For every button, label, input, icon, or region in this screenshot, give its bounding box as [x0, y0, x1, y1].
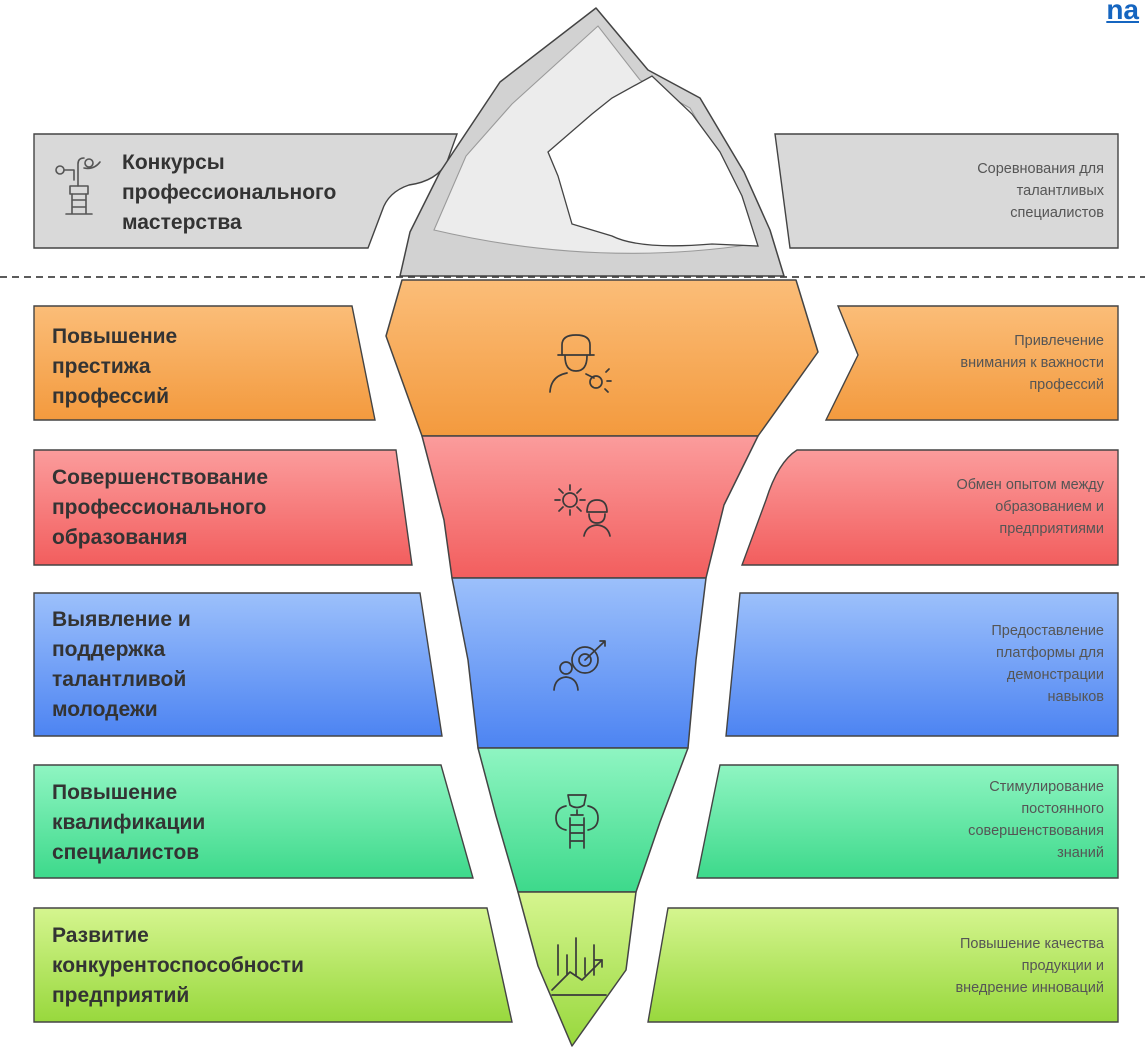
layer-6-description: Повышение качества продукции и внедрение… [955, 936, 1104, 996]
left-panel-4 [33, 592, 443, 737]
target-person-icon [553, 640, 606, 691]
idea-growth-icon [55, 157, 101, 215]
right-panel-1 [774, 133, 1119, 249]
right-panel-5 [696, 764, 1119, 879]
right-panel-2 [824, 305, 1119, 421]
growth-chart-icon [551, 937, 607, 996]
left-panel-6 [33, 907, 513, 1023]
right-panel-3 [740, 449, 1119, 566]
layer-5-description: Стимулирование постоянного совершенствов… [968, 779, 1104, 861]
band-red [421, 435, 759, 579]
layer-6-title: Развитие конкурентоспособности предприят… [52, 924, 304, 1007]
worker-whistle-icon [549, 334, 612, 393]
layer-4-description: Предоставление платформы для демонстраци… [991, 623, 1104, 705]
layer-4-title: Выявление и поддержка талантливой молоде… [52, 608, 191, 721]
layer-2-title: Повышение престижа профессий [52, 325, 178, 408]
band-orange [385, 279, 819, 437]
band-green [477, 747, 689, 893]
band-lime [517, 891, 637, 1047]
iceberg-snow-face [547, 75, 759, 247]
left-panel-2 [33, 305, 376, 421]
gear-worker-icon [554, 484, 611, 537]
corner-link[interactable]: na [1106, 0, 1139, 25]
layer-1-title: Конкурсы профессионального мастерства [122, 151, 337, 234]
layer-2-description: Привлечение внимания к важности професси… [960, 333, 1104, 393]
trophy-ladder-icon [555, 794, 599, 849]
right-panel-6 [647, 907, 1119, 1023]
layer-5-title: Повышение квалификации специалистов [52, 781, 206, 864]
left-panel-3 [33, 449, 413, 566]
layer-1-description: Соревнования для талантливых специалисто… [977, 161, 1104, 221]
layer-3-title: Совершенствование профессионального обра… [52, 466, 269, 549]
right-panel-4 [725, 592, 1119, 737]
layer-3-description: Обмен опытом между образованием и предпр… [956, 477, 1105, 537]
left-panel-5 [33, 764, 474, 879]
